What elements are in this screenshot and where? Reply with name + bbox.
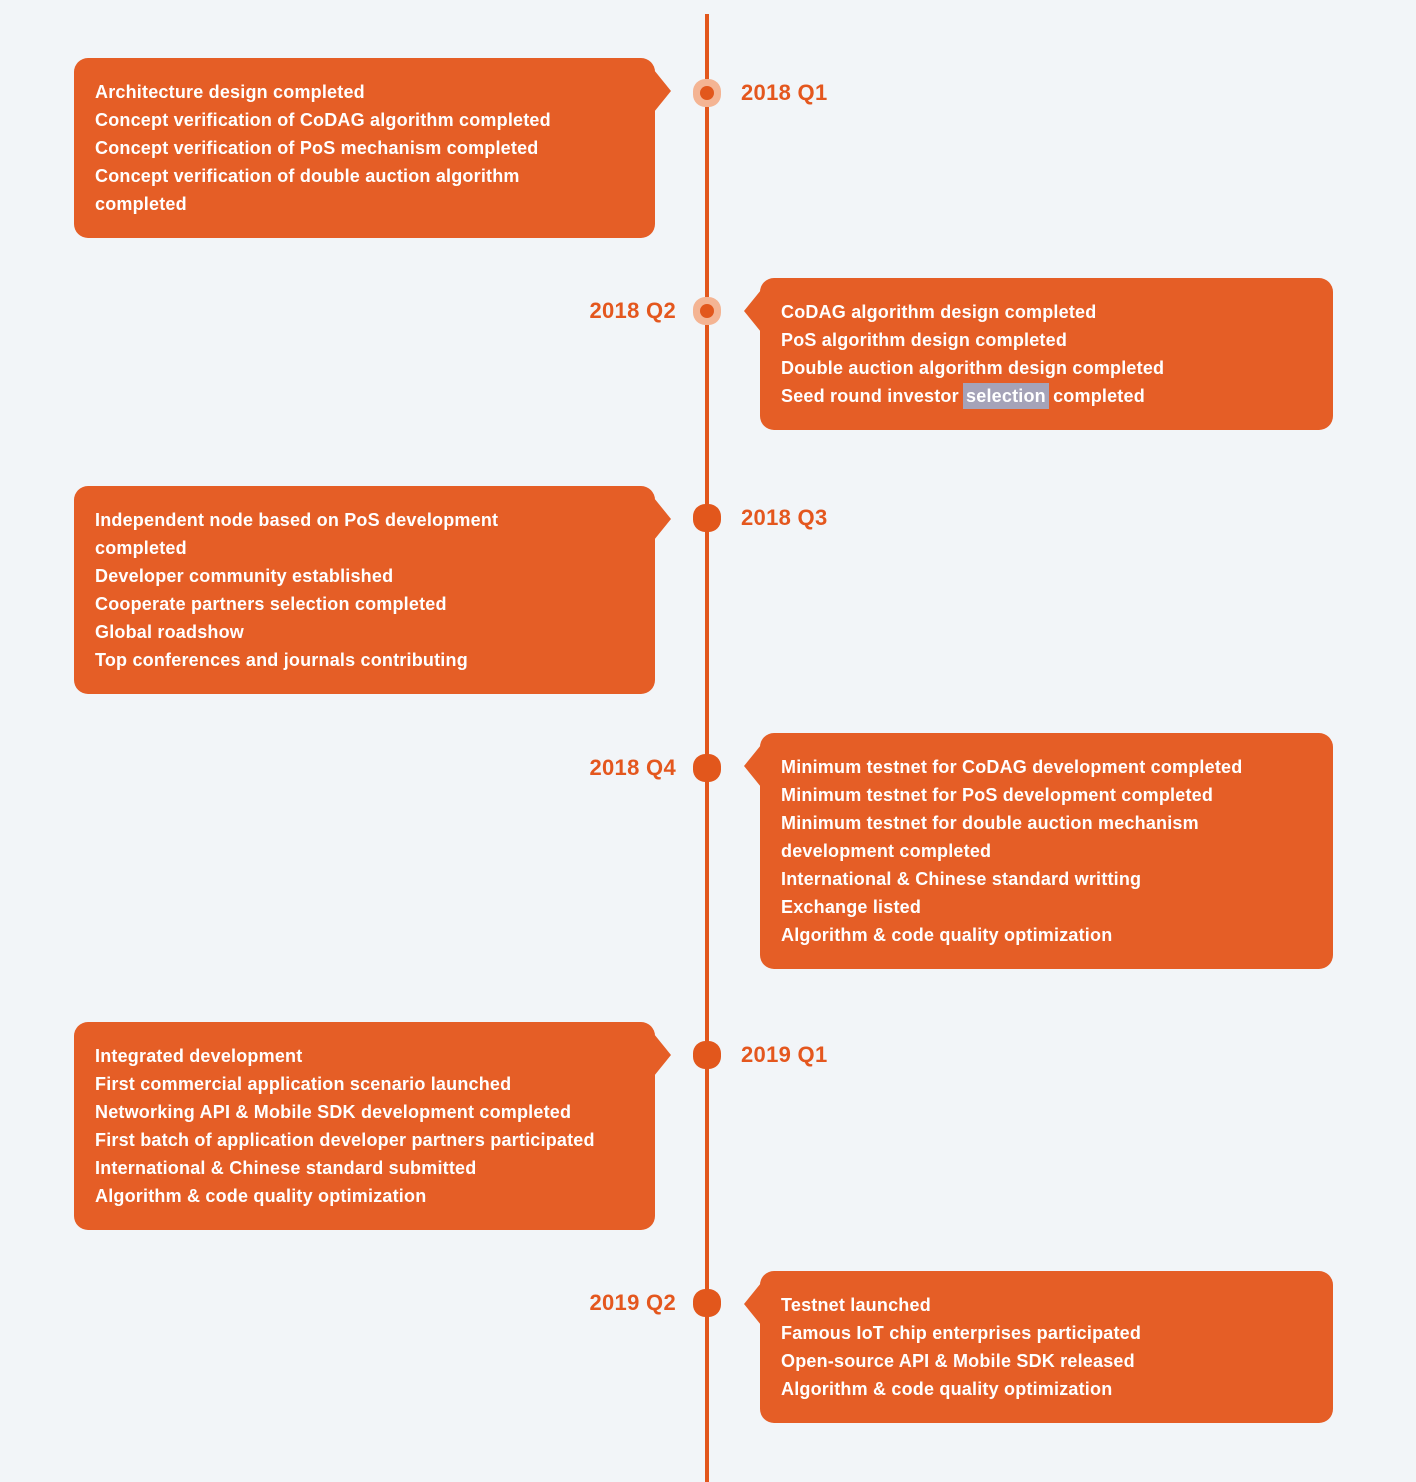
timeline-dot-core — [700, 86, 714, 100]
milestone-item: Independent node based on PoS developmen… — [95, 510, 499, 558]
milestone-item: Cooperate partners selection completed — [95, 594, 447, 614]
milestone-item: International & Chinese standard writtin… — [781, 869, 1142, 889]
milestone-list: Independent node based on PoS developmen… — [95, 506, 634, 674]
milestone-item: PoS algorithm design completed — [781, 330, 1068, 350]
timeline-dot — [693, 504, 721, 532]
selection-highlight: selection — [963, 383, 1049, 409]
milestone-item: Famous IoT chip enterprises participated — [781, 1323, 1142, 1343]
box-arrow-icon — [654, 70, 671, 112]
milestone-item: First commercial application scenario la… — [95, 1074, 512, 1094]
quarter-label: 2018 Q2 — [589, 298, 676, 323]
timeline-dot — [693, 79, 721, 107]
milestone-item: Minimum testnet for double auction mecha… — [781, 813, 1199, 861]
milestone-item-text: completed — [1047, 386, 1145, 406]
milestone-item: CoDAG algorithm design completed — [781, 302, 1097, 322]
box-arrow-icon — [744, 290, 761, 332]
milestone-item: International & Chinese standard submitt… — [95, 1158, 477, 1178]
milestone-item: Concept verification of PoS mechanism co… — [95, 138, 539, 158]
milestone-item-text: Seed round investor — [781, 386, 965, 406]
milestone-item: Concept verification of double auction a… — [95, 166, 520, 214]
milestone-box: Minimum testnet for CoDAG development co… — [744, 733, 1333, 969]
quarter-label: 2018 Q3 — [741, 505, 828, 530]
box-arrow-icon — [654, 1034, 671, 1076]
milestone-item: Double auction algorithm design complete… — [781, 358, 1165, 378]
timeline-dot-core — [700, 304, 714, 318]
milestone-item: Algorithm & code quality optimization — [781, 1379, 1113, 1399]
milestone-item: Open-source API & Mobile SDK released — [781, 1351, 1135, 1371]
box-arrow-icon — [654, 498, 671, 540]
quarter-label: 2019 Q2 — [589, 1290, 676, 1315]
timeline-line — [705, 14, 709, 1482]
box-arrow-icon — [744, 1283, 761, 1325]
milestone-item: Minimum testnet for CoDAG development co… — [781, 757, 1243, 777]
milestone-item: Networking API & Mobile SDK development … — [95, 1102, 572, 1122]
milestone-item: Algorithm & code quality optimization — [781, 925, 1113, 945]
timeline-dot — [693, 297, 721, 325]
milestone-item: Testnet launched — [781, 1295, 931, 1315]
milestone-box: Independent node based on PoS developmen… — [74, 486, 671, 694]
milestone-item: Algorithm & code quality optimization — [95, 1186, 427, 1206]
milestone-item: First batch of application developer par… — [95, 1130, 595, 1150]
timeline-dot — [693, 1041, 721, 1069]
milestone-list: Minimum testnet for CoDAG development co… — [781, 753, 1312, 949]
quarter-label: 2019 Q1 — [741, 1042, 828, 1067]
milestone-item: Seed round investor selection completed — [781, 382, 1312, 410]
box-arrow-icon — [744, 745, 761, 787]
milestone-item: Concept verification of CoDAG algorithm … — [95, 110, 551, 130]
milestone-item: Global roadshow — [95, 622, 245, 642]
timeline-dot — [693, 754, 721, 782]
milestone-item: Minimum testnet for PoS development comp… — [781, 785, 1214, 805]
milestone-item: Architecture design completed — [95, 82, 365, 102]
quarter-label: 2018 Q1 — [741, 80, 828, 105]
timeline-dot — [693, 1289, 721, 1317]
milestone-item: Top conferences and journals contributin… — [95, 650, 468, 670]
milestone-item: Integrated development — [95, 1046, 303, 1066]
milestone-item: Developer community established — [95, 566, 394, 586]
milestone-item: Exchange listed — [781, 897, 922, 917]
quarter-label: 2018 Q4 — [589, 755, 676, 780]
